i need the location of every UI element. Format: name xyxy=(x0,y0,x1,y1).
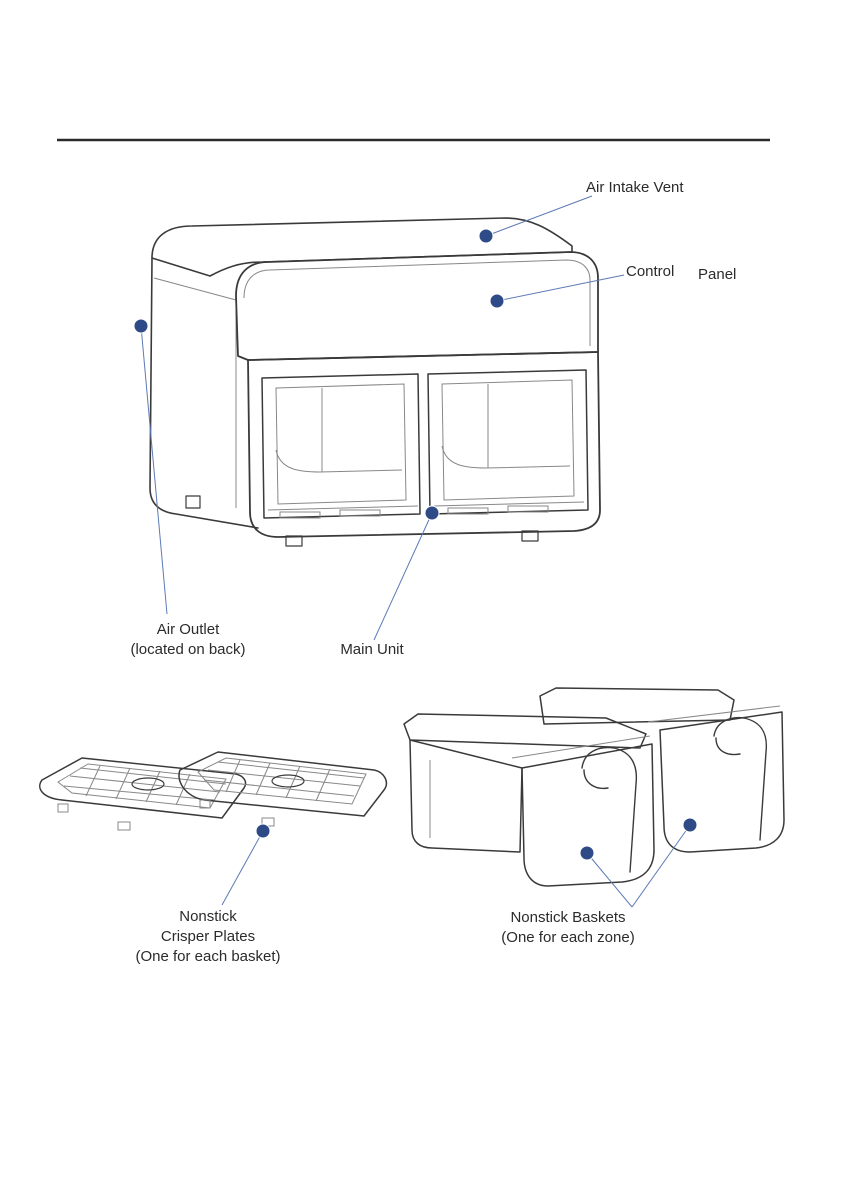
marker-main-unit xyxy=(425,506,439,520)
leader-control-panel xyxy=(497,275,624,301)
leader-air-intake xyxy=(486,196,592,236)
label-baskets-note: (One for each zone) xyxy=(501,929,634,946)
marker-control-panel xyxy=(490,294,504,308)
label-plates-nonstick: Nonstick xyxy=(179,908,237,925)
marker-air-outlet xyxy=(134,319,148,333)
leader-main-unit xyxy=(374,513,432,640)
label-air-intake-vent: Air Intake Vent xyxy=(586,179,684,196)
label-control: Control xyxy=(626,263,674,280)
label-plates-note: (One for each basket) xyxy=(135,948,280,965)
label-baskets-name: Nonstick Baskets xyxy=(510,909,625,926)
baskets-illustration xyxy=(404,688,784,886)
marker-air-intake xyxy=(479,229,493,243)
marker-basket-left xyxy=(580,846,594,860)
leader-basket-left xyxy=(587,853,632,907)
label-main-unit: Main Unit xyxy=(340,641,404,658)
label-air-outlet: Air Outlet xyxy=(157,621,220,638)
label-air-outlet-note: (located on back) xyxy=(130,641,245,658)
leader-crisper-plates xyxy=(222,831,263,905)
crisper-plates-illustration xyxy=(40,752,387,830)
marker-crisper-plates xyxy=(256,824,270,838)
label-plates-name: Crisper Plates xyxy=(161,928,255,945)
main-unit-illustration xyxy=(150,218,600,546)
label-panel: Panel xyxy=(698,266,736,283)
marker-basket-right xyxy=(683,818,697,832)
leader-air-outlet xyxy=(141,326,167,614)
leader-basket-right xyxy=(632,825,690,907)
